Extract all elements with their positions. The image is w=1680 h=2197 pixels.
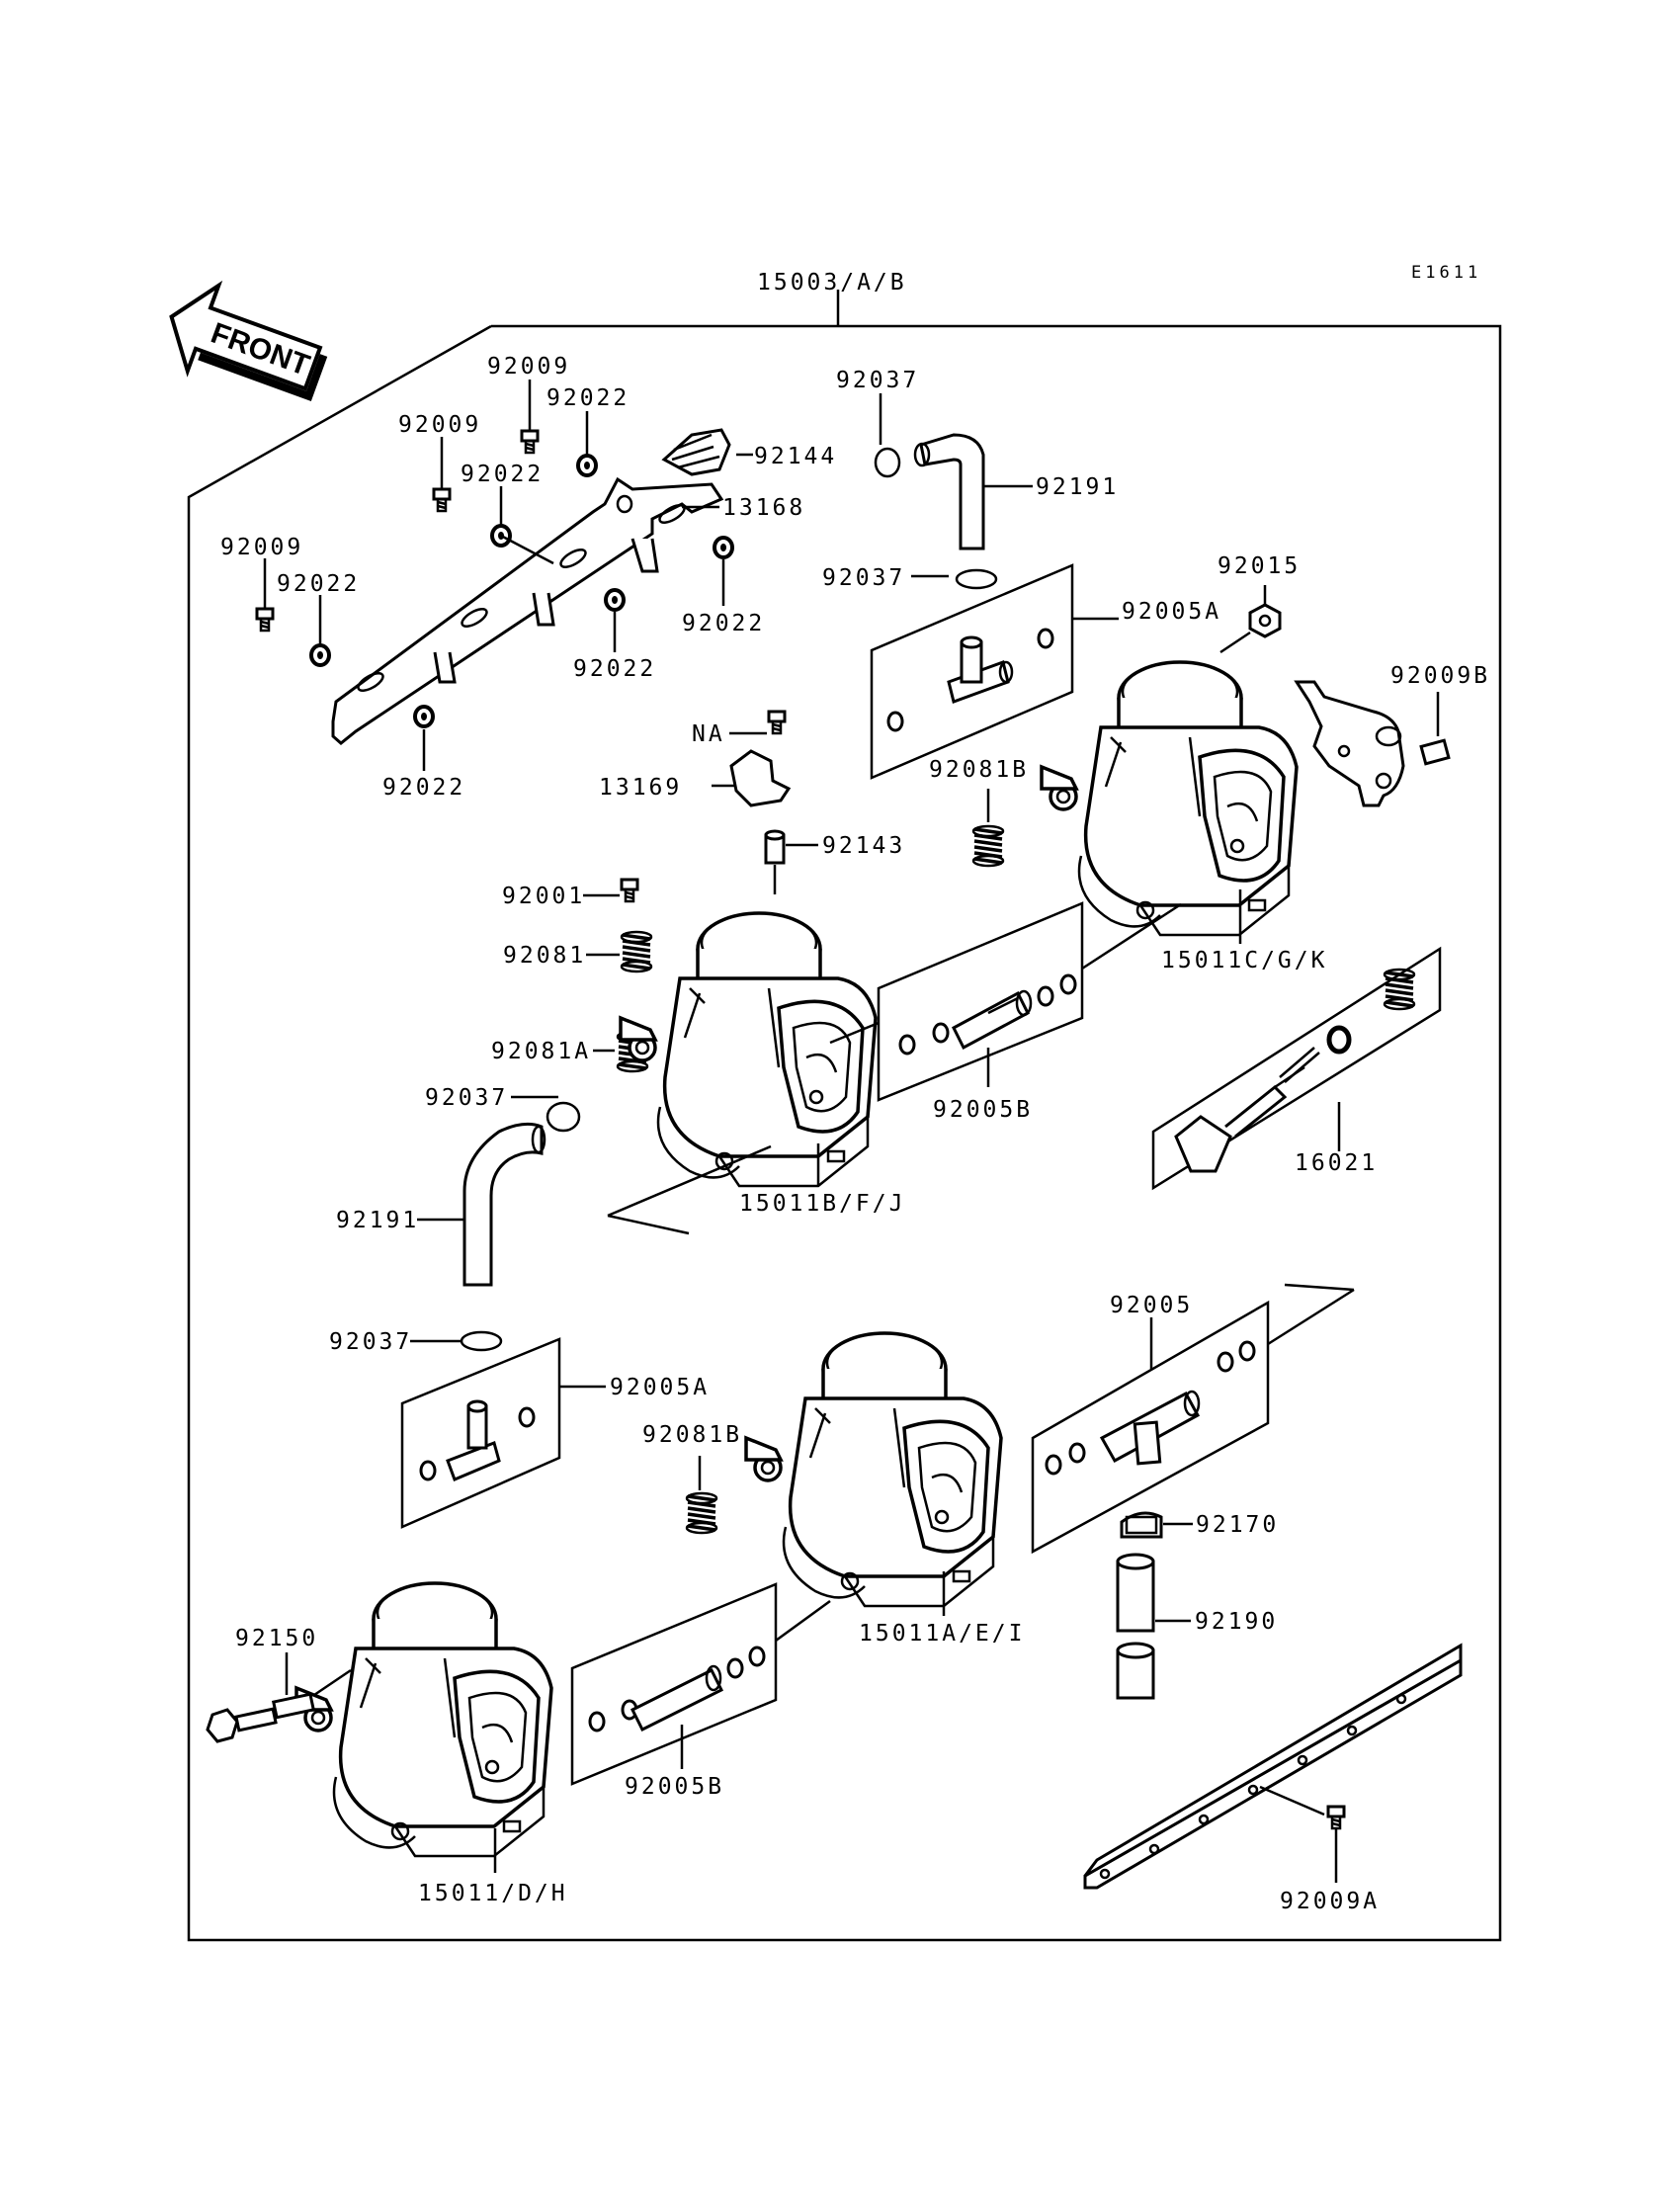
joint-92005B-mid xyxy=(829,901,1182,1102)
part-label: 15011B/F/J xyxy=(739,1191,905,1217)
part-label: 15011C/G/K xyxy=(1161,948,1327,973)
screw-NA xyxy=(729,710,787,735)
tjoint-92005 xyxy=(1031,1283,1355,1555)
part-label: 92009B xyxy=(1390,663,1490,689)
part-label: 92037 xyxy=(836,368,919,393)
part-label: 92037 xyxy=(329,1329,412,1355)
part-label: 92005B xyxy=(625,1774,724,1800)
part-label: 92081B xyxy=(929,757,1029,783)
boot-92144 xyxy=(661,428,731,476)
pin-92143 xyxy=(764,829,818,894)
part-label: 92081A xyxy=(491,1039,591,1064)
assembly-label: 15003/A/B xyxy=(757,270,907,296)
part-label: 92022 xyxy=(382,775,465,801)
hose-92190 xyxy=(1116,1553,1191,1700)
part-label: 16021 xyxy=(1295,1150,1378,1176)
part-label: 92005B xyxy=(933,1097,1033,1123)
part-label: 92081B xyxy=(642,1422,742,1448)
part-label: 13169 xyxy=(599,775,682,801)
part-label: NA xyxy=(692,721,725,747)
part-label: 92022 xyxy=(573,656,656,682)
tfitting-92005A-top xyxy=(870,563,1119,780)
screw-92001 xyxy=(583,878,639,903)
part-label: 92143 xyxy=(822,833,905,859)
part-label: 92190 xyxy=(1195,1609,1278,1635)
part-label: 92191 xyxy=(1036,474,1119,500)
sensor-16021 xyxy=(1151,946,1442,1191)
part-label: 15011A/E/I xyxy=(859,1621,1025,1647)
part-label: 92144 xyxy=(754,444,837,469)
tfitting-92005A-lower xyxy=(400,1337,606,1529)
joint-92005B-lower xyxy=(570,1582,831,1786)
nut-92015 xyxy=(1219,585,1282,654)
leaders-carbs xyxy=(493,1143,946,1873)
leader-lines-top-left xyxy=(263,380,753,771)
assembly-frame xyxy=(187,290,1502,1942)
part-label: 92037 xyxy=(425,1085,508,1111)
diagram-code: E1611 xyxy=(1411,263,1481,283)
bracket-92009B xyxy=(1294,680,1451,807)
hose-92191-top xyxy=(913,433,985,550)
part-label: 92170 xyxy=(1196,1512,1279,1538)
part-label: 92005A xyxy=(610,1375,710,1400)
part-label: 92009 xyxy=(487,354,570,380)
part-label: 92081 xyxy=(503,943,586,969)
part-label: 92022 xyxy=(461,462,544,487)
part-label: 92005 xyxy=(1110,1293,1193,1318)
part-label: 92015 xyxy=(1218,553,1301,579)
part-label: 92150 xyxy=(235,1626,318,1651)
part-label: 15011/D/H xyxy=(418,1881,568,1906)
part-label: 92009A xyxy=(1280,1889,1380,1914)
part-label: 92009 xyxy=(398,412,481,438)
bolt-92150 xyxy=(206,1652,352,1743)
hose-92191-mid xyxy=(417,1122,546,1287)
part-label: 92005A xyxy=(1122,599,1221,625)
clamp-92170 xyxy=(1120,1511,1193,1539)
part-label: 92037 xyxy=(822,565,905,591)
part-label: 92022 xyxy=(546,385,630,411)
part-label: 92022 xyxy=(277,571,360,597)
leaders-hose-top xyxy=(879,393,1033,578)
choke-13169 xyxy=(712,749,792,807)
part-label: 13168 xyxy=(722,495,805,521)
front-arrow-icon: FRONT xyxy=(169,280,328,402)
bracket-13168 xyxy=(331,476,724,745)
part-label: 92022 xyxy=(682,611,765,636)
part-label: 92001 xyxy=(502,884,585,909)
rail-92009A xyxy=(1083,1643,1463,1890)
part-label: 92009 xyxy=(220,535,303,560)
part-label: 92191 xyxy=(336,1208,419,1233)
